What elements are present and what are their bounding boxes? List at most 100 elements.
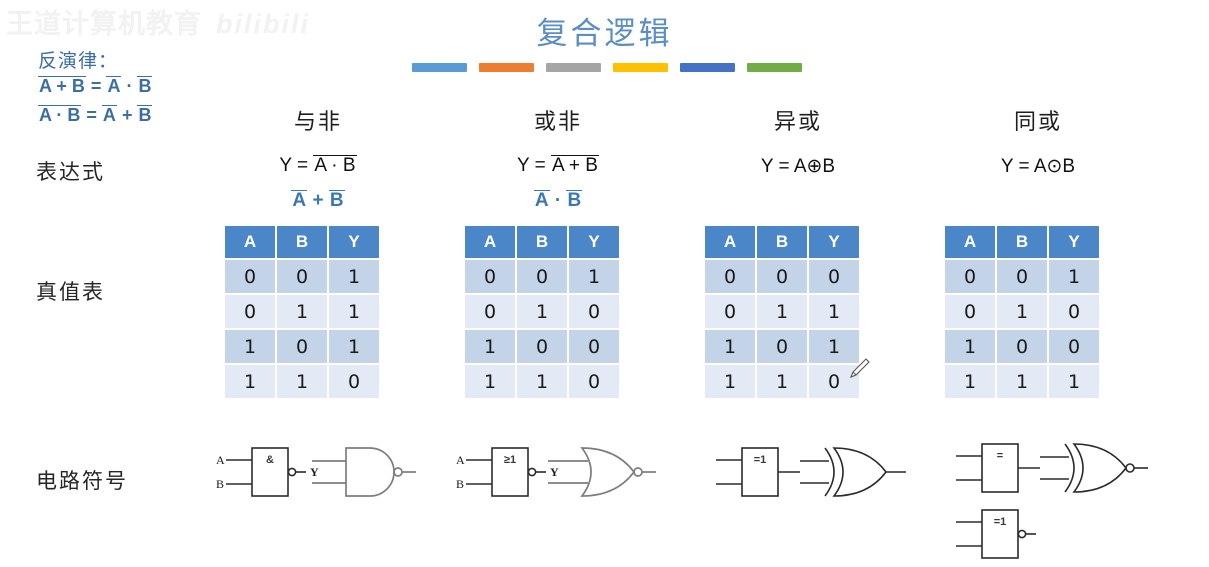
truth-cell: 1 <box>465 330 515 363</box>
truth-cell: 1 <box>1049 260 1099 293</box>
accent-bar-6 <box>747 63 802 72</box>
watermark-brand: bilibili <box>216 9 310 39</box>
column-expression-2: Y = A + B <box>438 155 678 177</box>
truth-cell: 1 <box>329 260 379 293</box>
truth-cell: 0 <box>517 330 567 363</box>
svg-text:=1: =1 <box>994 516 1007 528</box>
page-title: 复合逻辑 <box>536 16 673 52</box>
truth-cell: 1 <box>757 365 807 398</box>
truth-cell: 0 <box>945 295 995 328</box>
truth-cell: 0 <box>329 365 379 398</box>
truth-cell: 0 <box>225 295 275 328</box>
truth-cell: 0 <box>517 260 567 293</box>
accent-bar-4 <box>613 63 668 72</box>
truth-header-b: B <box>277 226 327 258</box>
truth-cell: 1 <box>809 330 859 363</box>
truth-header-y: Y <box>569 226 619 258</box>
truth-cell: 0 <box>277 330 327 363</box>
truth-header-b: B <box>997 226 1047 258</box>
truth-cell: 1 <box>465 365 515 398</box>
svg-text:B: B <box>456 477 464 491</box>
column-expression-alt-1: A + B <box>291 190 345 211</box>
gate-diagram-3: =1 <box>716 447 906 497</box>
svg-text:=1: =1 <box>754 454 767 466</box>
svg-text:=: = <box>997 450 1003 462</box>
truth-cell: 0 <box>757 330 807 363</box>
truth-header-b: B <box>517 226 567 258</box>
watermark: 王道计算机教育 bilibili <box>6 2 310 41</box>
truth-cell: 1 <box>705 365 755 398</box>
column-expression-1: Y = A · B <box>198 155 438 177</box>
truth-cell: 0 <box>1049 330 1099 363</box>
truth-cell: 0 <box>465 260 515 293</box>
truth-cell: 0 <box>569 365 619 398</box>
svg-text:≥1: ≥1 <box>504 454 516 466</box>
truth-header-a: A <box>945 226 995 258</box>
truth-cell: 0 <box>569 330 619 363</box>
truth-cell: 0 <box>225 260 275 293</box>
pen-cursor <box>850 358 870 378</box>
expr-overbar: A · B <box>313 155 357 176</box>
truth-cell: 1 <box>1049 365 1099 398</box>
expr-prefix: Y = <box>279 155 309 176</box>
gate-diagram-1: &ABY <box>216 447 416 497</box>
de-morgan-heading: 反演律： <box>38 50 119 72</box>
column-expression-4: Y = A⊙B <box>1000 156 1076 177</box>
svg-text:B: B <box>216 477 224 491</box>
circuit-symbols-3: =1 <box>678 440 918 565</box>
truth-cell: 1 <box>705 330 755 363</box>
truth-cell: 1 <box>329 330 379 363</box>
svg-text:A: A <box>456 453 465 467</box>
truth-cell: 1 <box>277 365 327 398</box>
column-expression-alt-2: A · B <box>533 190 583 211</box>
truth-header-y: Y <box>809 226 859 258</box>
truth-cell: 1 <box>997 365 1047 398</box>
truth-cell: 1 <box>277 295 327 328</box>
expr-overbar: A + B <box>551 155 599 176</box>
truth-header-a: A <box>705 226 755 258</box>
truth-cell: 0 <box>757 260 807 293</box>
column-expression-3: Y = A⊕B <box>760 156 836 177</box>
de-morgan-block: 反演律： A + B = A · B A · B = A + B <box>38 50 153 130</box>
accent-bar-3 <box>546 63 601 72</box>
column-header-1: 与非 <box>293 110 342 135</box>
truth-cell: 1 <box>757 295 807 328</box>
truth-header-b: B <box>757 226 807 258</box>
accent-bar-2 <box>479 63 534 72</box>
truth-cell: 1 <box>329 295 379 328</box>
accent-bar-1 <box>412 63 467 72</box>
accent-bar-5 <box>680 63 735 72</box>
truth-cell: 1 <box>997 295 1047 328</box>
expr-prefix: Y = <box>517 155 546 176</box>
truth-cell: 0 <box>997 330 1047 363</box>
truth-cell: 1 <box>809 295 859 328</box>
truth-cell: 0 <box>809 365 859 398</box>
watermark-text: 王道计算机教育 <box>6 9 202 39</box>
column-header-2: 或非 <box>533 110 582 135</box>
gate-diagram-4: = =1 <box>956 443 1148 559</box>
truth-cell: 1 <box>225 365 275 398</box>
truth-cell: 0 <box>705 295 755 328</box>
